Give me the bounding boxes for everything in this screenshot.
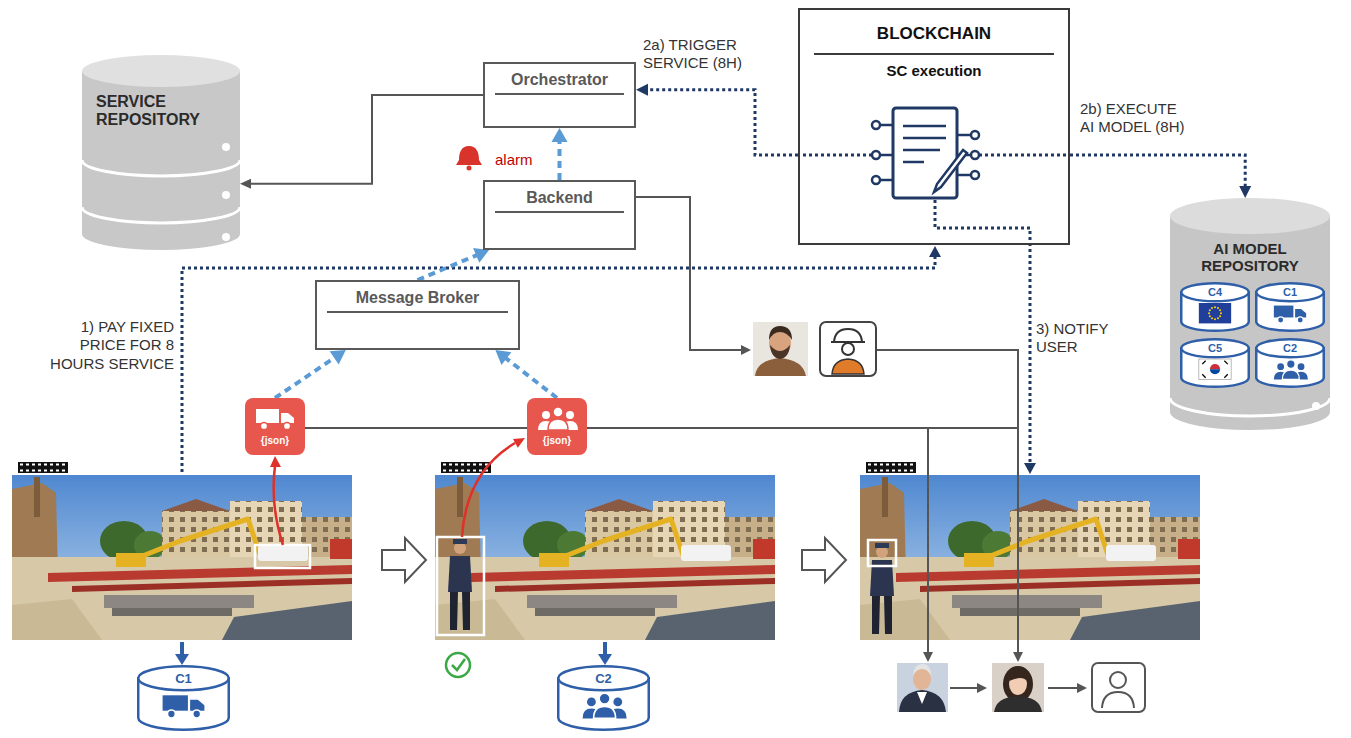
people-icon [1274,360,1308,380]
cyl-outline [82,55,240,250]
process-box: Message Broker [315,280,520,350]
process-box: Backend [483,180,636,250]
people-icon [583,693,627,718]
site-photo [860,475,1200,640]
process-box: Orchestrator [483,62,636,128]
flow-arrow [950,683,987,693]
site-photo [12,475,352,640]
json-message: {json} [245,398,305,455]
model-cylinder: C1 [1255,282,1325,332]
detection-box [868,540,896,566]
korea-icon [1199,359,1231,379]
blockchain-box: BLOCKCHAINSC execution [798,8,1070,245]
user-icon [1092,663,1145,712]
model-cylinder: C1 [137,665,230,731]
film-icon [866,462,916,473]
connector [240,95,483,189]
json-outline [245,398,305,455]
people-icon [538,407,578,430]
connector [275,350,346,398]
check-icon [446,653,470,677]
detection-arrow [270,456,283,545]
edge-label: 2a) TRIGGER SERVICE (8H) [643,36,755,73]
json-message: {json} [527,398,587,455]
sequence-arrow [802,538,846,582]
site-photo [435,475,775,640]
payment-line [182,246,941,472]
node-title: SERVICE REPOSITORY [96,93,226,130]
flow-arrow [1048,683,1087,693]
node-title: C2 [1255,343,1325,354]
edge-label: alarm [495,151,533,169]
node-title: BLOCKCHAIN [814,10,1054,55]
worker-figure [448,539,472,630]
connector [418,248,490,280]
connector [636,84,798,155]
node-title: AI MODEL REPOSITORY [1190,240,1310,275]
user-photo [992,663,1044,712]
node-title: C4 [1180,287,1250,298]
detection-box [437,537,484,635]
model-cylinder: C4 [1180,282,1250,332]
connector [495,350,557,398]
truck-icon [1274,306,1306,324]
model-arrow [175,642,189,665]
node-title: C2 [557,672,650,685]
node-title: {json} [527,435,587,447]
user-photo [897,663,948,712]
node-title: Message Broker [327,282,508,313]
alarm-bell [456,146,482,171]
node-title: Backend [495,182,624,213]
node-subtitle: SC execution [800,55,1068,80]
data-line [305,428,933,662]
edge-label: 2b) EXECUTE AI MODEL (8H) [1080,100,1192,137]
step-label: 1) PAY FIXED PRICE FOR 8 HOURS SERVICE [40,318,174,373]
model-arrow [598,642,612,665]
step-label: 3) NOTIFY USER [1036,320,1128,357]
database-cylinder: AI MODEL REPOSITORY C4 C1C5 C2 [1170,198,1330,430]
truck-icon [256,409,294,430]
node-title: C5 [1180,343,1250,354]
database-cylinder: SERVICE REPOSITORY [82,55,240,250]
sequence-arrow [382,538,426,582]
connector [552,128,568,180]
node-title: C1 [137,672,230,685]
contract-line [979,154,1068,157]
detection-arrow [462,438,525,537]
data-line [587,427,1018,429]
notify-line [935,200,1036,474]
worker-icon [820,322,876,376]
node-title: Orchestrator [495,64,624,95]
eu-icon [1199,303,1231,323]
user-photo [753,322,808,376]
truck-icon [163,695,205,718]
model-cylinder: C2 [1255,338,1325,388]
smart-contract-icon [872,108,979,198]
detection-box [255,545,310,568]
notification-line [636,197,751,355]
node-title: {json} [245,435,305,447]
model-cylinder: C2 [557,665,650,731]
node-title: C1 [1255,287,1325,298]
contract-line [800,154,872,157]
model-cylinder: C5 [1180,338,1250,388]
json-outline [527,398,587,455]
connector [1070,155,1251,198]
film-icon [18,462,68,473]
data-line [876,350,1023,662]
worker-figure [870,543,894,634]
